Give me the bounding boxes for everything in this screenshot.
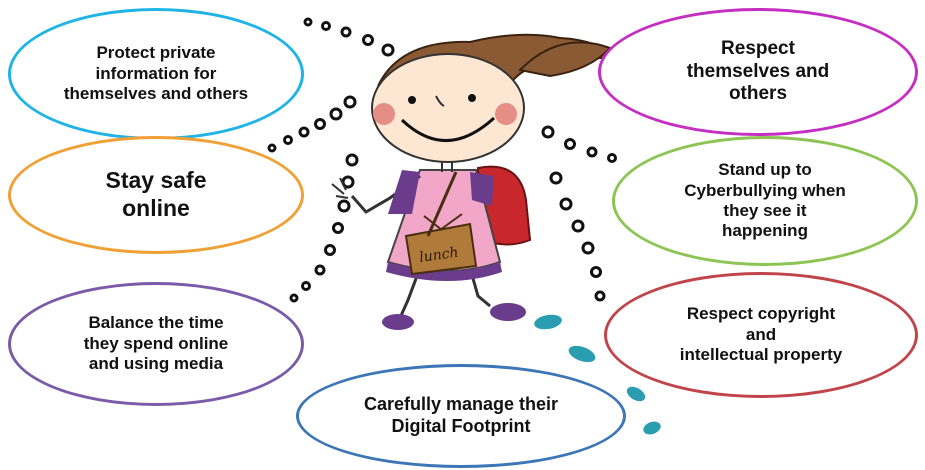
bubble-text: Respect copyright and intellectual prope…	[679, 304, 843, 365]
bubble-digital-footprint: Carefully manage their Digital Footprint	[296, 364, 626, 468]
left-hand	[331, 177, 349, 199]
left-eye	[408, 96, 416, 104]
bubble-stand-up-to-cyberbullying: Stand up to Cyberbullying when they see …	[612, 136, 918, 266]
bubble-text: Stand up to Cyberbullying when they see …	[684, 160, 846, 241]
bubble-stay-safe-online: Stay safe online	[8, 136, 304, 254]
bubble-protect-private-information: Protect private information for themselv…	[8, 8, 304, 140]
dotted-trails	[267, 17, 617, 303]
right-shoe	[490, 303, 526, 321]
bubble-respect-themselves: Respect themselves and others	[598, 8, 918, 136]
smile	[400, 116, 496, 142]
nose	[435, 95, 445, 107]
bubble-text: Respect themselves and others	[686, 37, 830, 105]
bubble-text: Protect private information for themselv…	[63, 43, 249, 104]
dress-hem	[386, 262, 502, 281]
right-eye	[468, 94, 476, 102]
bubble-text: Carefully manage their Digital Footprint	[363, 394, 559, 436]
left-sleeve	[388, 170, 420, 214]
bubble-respect-copyright: Respect copyright and intellectual prope…	[604, 272, 918, 398]
right-cheek	[495, 103, 517, 125]
left-cheek	[373, 103, 395, 125]
bubble-balance-time: Balance the time they spend online and u…	[8, 282, 304, 406]
right-sleeve	[470, 172, 494, 206]
left-shoe	[382, 314, 414, 330]
bubble-text: Balance the time they spend online and u…	[83, 313, 229, 374]
footprints	[534, 314, 661, 435]
face	[371, 53, 525, 163]
bubble-text: Stay safe online	[105, 167, 207, 221]
bag-strap	[426, 171, 458, 237]
lunch-bag-label: lunch	[418, 245, 459, 266]
